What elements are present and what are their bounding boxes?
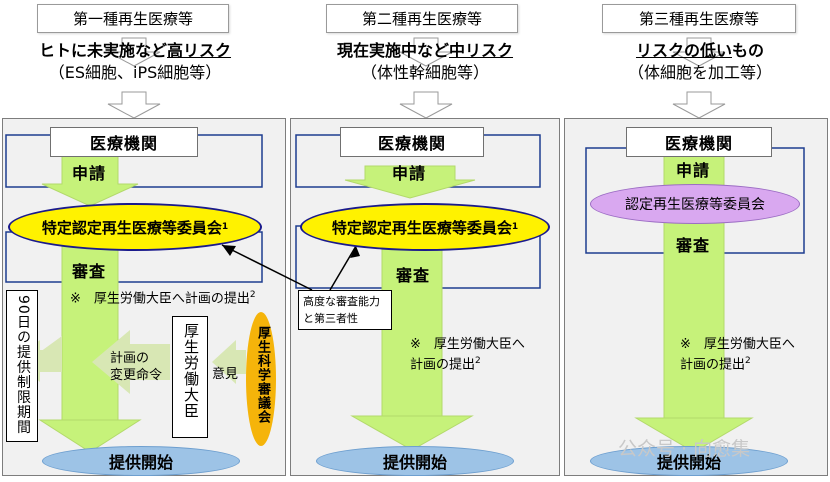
- header-arrow-5: [399, 91, 453, 119]
- review-1: 審査: [72, 262, 107, 281]
- minister-text: 厚生労働大臣: [182, 323, 200, 419]
- risk-emphasis-1: 高リスク: [167, 41, 232, 60]
- header-arrow-2: [399, 37, 453, 67]
- risk-text-2: 現在実施中など中リスク （体性幹細胞等）: [290, 40, 560, 84]
- application-1: 申請: [72, 164, 107, 183]
- green-bar-2: [381, 243, 443, 417]
- committee-mark-1: 1: [221, 222, 229, 232]
- header-type3: 第三種再生医療等: [602, 4, 796, 33]
- committee-special-1-label: 特定認定再生医療等委員会: [41, 218, 222, 237]
- green-bar-1: [61, 241, 119, 421]
- green-arrow-2b: [350, 415, 474, 451]
- review-2: 審査: [396, 266, 431, 285]
- change-order: 計画の 変更命令: [110, 350, 162, 384]
- committee-special-2-label: 特定認定再生医療等委員会: [331, 218, 512, 237]
- example-2: （体性幹細胞等）: [360, 63, 489, 82]
- committee-cert-3: 認定再生医療等委員会: [590, 184, 800, 224]
- institution-3: 医療機関: [626, 127, 772, 157]
- institution-2: 医療機関: [340, 127, 484, 157]
- risk-prefix-1: ヒトに未実施など: [38, 41, 167, 60]
- change-order-line1: 計画の: [110, 351, 150, 366]
- plan-note-3: ※ 厚生労働大臣へ 計画の提出2: [680, 336, 795, 373]
- council-ellipse: 厚生科学審議会: [246, 312, 276, 446]
- header-type1: 第一種再生医療等: [37, 4, 229, 33]
- green-arrow-3: [634, 417, 754, 453]
- start-3: 提供開始: [590, 446, 788, 476]
- pale-arrow-order: [92, 330, 170, 394]
- period-text: 90日の提供制限期間: [15, 295, 31, 435]
- start-1: 提供開始: [42, 446, 240, 476]
- header-arrow-6: [672, 91, 726, 119]
- plan-note-1-mark: 2: [249, 290, 256, 300]
- risk-emphasis-2: 中リスク: [449, 41, 514, 60]
- plan-note-2: ※ 厚生労働大臣へ 計画の提出2: [410, 336, 525, 373]
- start-2: 提供開始: [316, 446, 514, 476]
- review-3: 審査: [676, 236, 711, 255]
- plan-note-1: ※ 厚生労働大臣へ計画の提出2: [70, 287, 256, 307]
- pale-arrow-opinion: [212, 340, 246, 384]
- plan-note-2-mark: 2: [475, 356, 481, 366]
- risk-emphasis-3: リスクの低い: [635, 41, 732, 60]
- watermark: 公众号 · 向愈集: [618, 438, 751, 460]
- committee-mark-2: 1: [511, 222, 519, 232]
- application-2: 申請: [392, 164, 427, 183]
- green-arrow-1b: [38, 419, 142, 453]
- plan-note-1-text: ※ 厚生労働大臣へ計画の提出: [70, 291, 250, 307]
- example-1: （ES細胞、iPS細胞等）: [48, 63, 222, 82]
- example-3: （体細胞を加工等）: [627, 63, 772, 82]
- plan-note-3-mark: 2: [745, 356, 751, 366]
- callout-line-2: [329, 245, 357, 291]
- plan-note-3-line1: ※ 厚生労働大臣へ: [680, 337, 795, 352]
- plan-note-2-line1: ※ 厚生労働大臣へ: [410, 337, 525, 352]
- header-arrow-1: [107, 37, 161, 67]
- application-3: 申請: [676, 161, 711, 180]
- green-arrow-2a: [344, 165, 476, 199]
- council-text: 厚生科学審議会: [255, 326, 270, 424]
- institution-1: 医療機関: [50, 127, 198, 157]
- callout-head-2: [350, 246, 360, 258]
- change-order-line2: 変更命令: [110, 368, 163, 383]
- risk-text-3: リスクの低いもの （体細胞を加工等）: [565, 40, 830, 84]
- callout-box: 高度な審査能力と第三者性: [298, 290, 392, 330]
- risk-suffix-3: もの: [732, 41, 765, 60]
- risk-prefix-2: 現在実施中など: [336, 41, 449, 60]
- header-arrow-4: [107, 91, 161, 119]
- callout-head-1: [222, 245, 236, 256]
- callout-line-1: [221, 244, 313, 291]
- plan-note-2-line2: 計画の提出: [410, 357, 476, 373]
- plan-note-3-line2: 計画の提出: [680, 357, 746, 373]
- minister-box: 厚生労働大臣: [172, 316, 208, 438]
- period-box: 90日の提供制限期間: [6, 290, 38, 442]
- header-type2: 第二種再生医療等: [326, 4, 518, 33]
- green-arrow-1a: [41, 151, 139, 207]
- opinion-label: 意見: [212, 367, 239, 382]
- header-arrow-3: [672, 37, 726, 67]
- risk-text-1: ヒトに未実施など高リスク （ES細胞、iPS細胞等）: [0, 40, 270, 84]
